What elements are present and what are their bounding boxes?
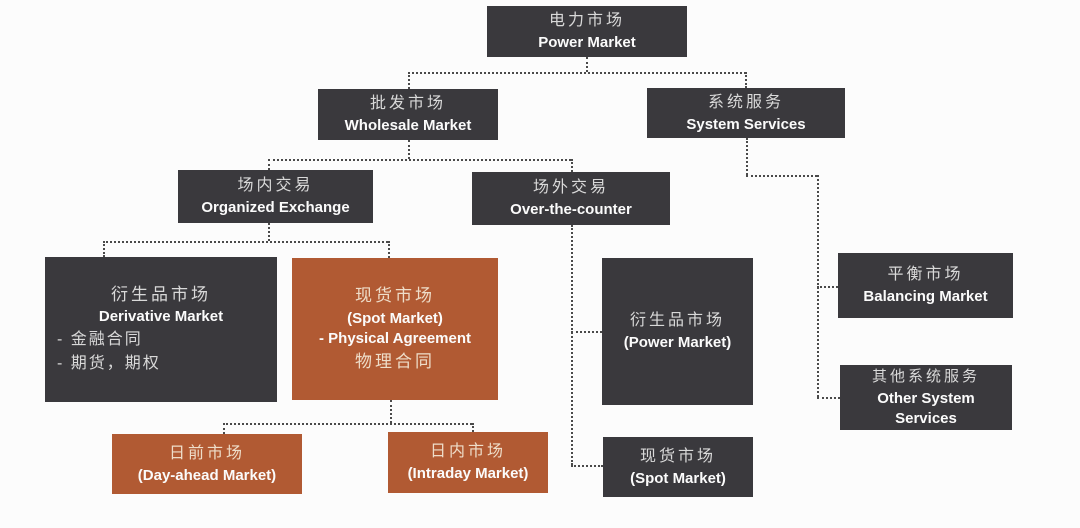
intraday-market-label-en: (Intraday Market)	[407, 465, 529, 483]
connector	[103, 241, 388, 243]
connector	[746, 138, 748, 175]
node-intraday-market: 日内市场 (Intraday Market)	[388, 432, 548, 493]
node-over-the-counter: 场外交易 Over-the-counter	[472, 172, 670, 225]
power-market-label-en: Power Market	[538, 34, 636, 52]
spot-market-label-zh: 现货市场	[355, 286, 435, 306]
connector	[817, 397, 840, 399]
derivative-market-label-en: Derivative Market	[98, 308, 224, 326]
organized-exchange-label-en: Organized Exchange	[201, 199, 350, 217]
node-power-market: 电力市场 Power Market	[487, 6, 687, 57]
other-system-services-label-en2: Services	[895, 409, 957, 427]
balancing-market-label-zh: 平衡市场	[887, 266, 964, 284]
day-ahead-market-label-en: (Day-ahead Market)	[137, 466, 277, 484]
system-services-label-en: System Services	[686, 115, 806, 133]
over-the-counter-label-zh: 场外交易	[532, 179, 609, 197]
otc-spot-market-label-zh: 现货市场	[639, 447, 716, 465]
day-ahead-market-label-zh: 日前市场	[168, 444, 245, 462]
connector	[223, 423, 472, 425]
connector	[390, 400, 392, 423]
wholesale-market-label-en: Wholesale Market	[344, 117, 472, 135]
derivative-market-label-zh: 衍生品市场	[111, 284, 211, 304]
connector	[745, 72, 747, 88]
connector	[103, 241, 105, 257]
node-other-system-services: 其他系统服务 Other System Services	[840, 365, 1012, 430]
spot-market-physical-agreement-label: - Physical Agreement	[319, 330, 471, 347]
node-organized-exchange: 场内交易 Organized Exchange	[178, 170, 373, 223]
otc-derivative-market-label-zh: 衍生品市场	[629, 312, 725, 330]
spot-market-physical-contract-label-zh: 物理合同	[355, 352, 435, 372]
connector	[571, 465, 603, 467]
intraday-market-label-zh: 日内市场	[429, 443, 506, 461]
connector	[586, 57, 588, 72]
node-derivative-market: 衍生品市场 Derivative Market - 金融合同 - 期货，期权	[45, 257, 277, 402]
otc-derivative-market-label-en: (Power Market)	[623, 334, 732, 352]
node-spot-market: 现货市场 (Spot Market) - Physical Agreement …	[292, 258, 498, 400]
connector	[268, 223, 270, 241]
connector	[571, 159, 573, 172]
over-the-counter-label-en: Over-the-counter	[510, 201, 632, 219]
connector	[746, 175, 817, 177]
node-otc-spot-market: 现货市场 (Spot Market)	[603, 437, 753, 497]
connector	[408, 140, 410, 159]
organized-exchange-label-zh: 场内交易	[237, 177, 314, 195]
node-wholesale-market: 批发市场 Wholesale Market	[318, 89, 498, 140]
connector	[408, 72, 746, 74]
node-balancing-market: 平衡市场 Balancing Market	[838, 253, 1013, 318]
spot-market-label-en: (Spot Market)	[347, 309, 443, 327]
connector	[268, 159, 571, 161]
power-market-label-zh: 电力市场	[548, 12, 625, 30]
connector	[268, 159, 270, 170]
system-services-label-zh: 系统服务	[707, 93, 784, 111]
connector	[388, 241, 390, 258]
balancing-market-label-en: Balancing Market	[863, 288, 988, 306]
other-system-services-label-en: Other System	[877, 389, 975, 407]
connector	[571, 225, 573, 465]
node-system-services: 系统服务 System Services	[647, 88, 845, 138]
connector	[472, 423, 474, 432]
derivative-market-bullet-futures-options: - 期货，期权	[57, 355, 161, 373]
connector	[817, 286, 838, 288]
derivative-market-bullet-financial-contract: - 金融合同	[57, 330, 143, 348]
connector	[408, 72, 410, 89]
connector	[571, 331, 602, 333]
node-day-ahead-market: 日前市场 (Day-ahead Market)	[112, 434, 302, 494]
wholesale-market-label-zh: 批发市场	[369, 95, 446, 113]
otc-spot-market-label-en: (Spot Market)	[630, 469, 726, 487]
other-system-services-label-zh: 其他系统服务	[871, 368, 980, 385]
connector	[223, 423, 225, 434]
node-otc-derivative-market: 衍生品市场 (Power Market)	[602, 258, 753, 405]
